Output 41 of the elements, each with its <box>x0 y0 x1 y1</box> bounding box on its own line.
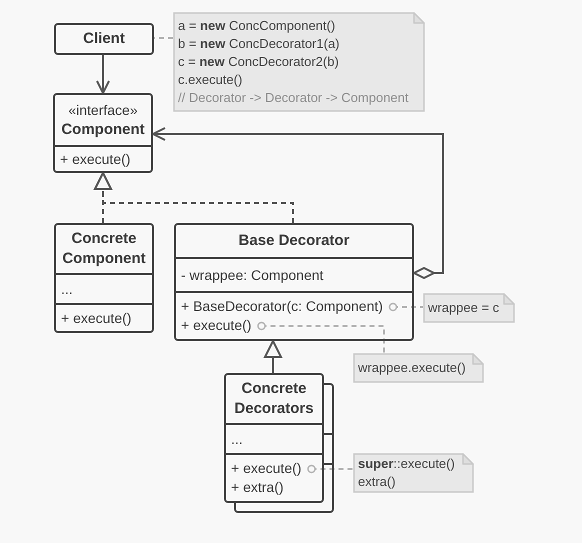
code-line: a = new ConcComponent() <box>178 17 336 35</box>
code-line: c.execute() <box>178 71 242 89</box>
code-line: wrappee.execute() <box>358 359 466 377</box>
method-text: + BaseDecorator(c: Component) <box>181 297 383 316</box>
code-line: c = new ConcDecorator2(b) <box>178 53 339 71</box>
note-box <box>423 293 515 323</box>
class-name: Component <box>61 120 145 140</box>
code-line: extra() <box>358 473 396 491</box>
method-text: + extra() <box>231 478 284 497</box>
dashed-connector <box>307 464 353 474</box>
note-box <box>173 12 425 112</box>
method-text: + execute() <box>181 316 252 335</box>
class-box <box>54 223 154 333</box>
class-name: Concrete Decorators <box>233 379 315 419</box>
class-name: Base Decorator <box>238 231 350 251</box>
ellipsis-text: ... <box>61 280 73 298</box>
class-name: Concrete Component <box>61 229 147 269</box>
code-line: super::execute() <box>358 455 455 473</box>
note-box <box>353 453 474 493</box>
class-name: Client <box>83 29 125 49</box>
code-line: wrappee = c <box>428 299 500 317</box>
dashed-connector <box>154 37 173 39</box>
stacked-class-box <box>224 373 334 513</box>
dashed-connector <box>388 302 423 312</box>
dashed-connector <box>257 322 385 353</box>
class-box <box>174 223 414 341</box>
inheritance-arrow <box>264 340 282 373</box>
class-box <box>54 23 154 55</box>
ellipsis-text: ... <box>231 430 243 448</box>
stereotype-label: «interface» <box>68 100 138 120</box>
code-line: b = new ConcDecorator1(a) <box>178 35 340 53</box>
attribute-text: - wrappee: Component <box>181 266 324 284</box>
method-text: + execute() <box>60 150 130 168</box>
class-box <box>53 93 153 173</box>
arrow <box>96 55 110 94</box>
method-text: + execute() <box>61 308 132 328</box>
aggregation-arrow <box>152 127 444 279</box>
method-text: + execute() <box>231 459 302 478</box>
inheritance-arrow <box>94 172 294 223</box>
note-box <box>353 353 484 383</box>
code-comment: // Decorator -> Decorator -> Component <box>178 89 408 107</box>
